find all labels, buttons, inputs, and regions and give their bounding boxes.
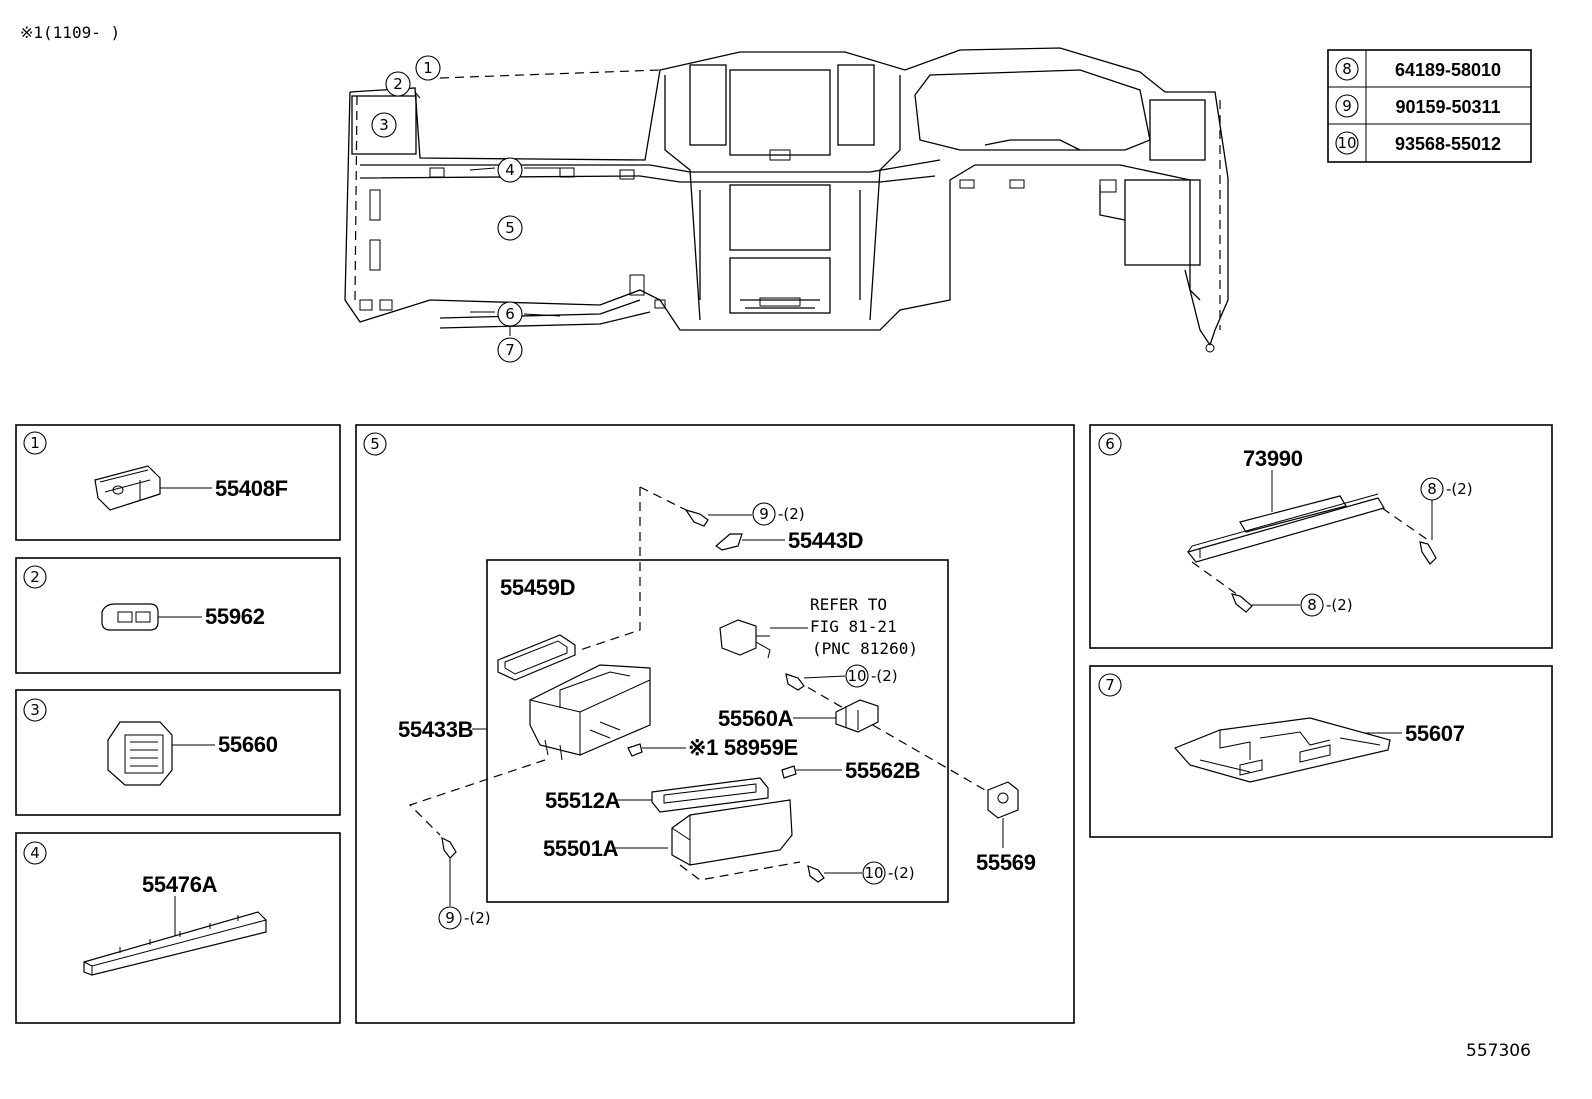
svg-text:-(2): -(2) — [778, 505, 805, 523]
overview-callout-2: 2 — [385, 71, 411, 97]
refer-note-line2: FIG 81-21 — [810, 617, 897, 636]
svg-text:-(2): -(2) — [1446, 480, 1473, 498]
svg-text:8: 8 — [1307, 596, 1317, 614]
part-55962: 55962 — [205, 604, 265, 629]
svg-text:6: 6 — [1105, 435, 1115, 453]
panel-4: 4 55476A — [15, 832, 341, 1024]
svg-text:9: 9 — [759, 505, 769, 523]
overview-callout-5: 5 — [497, 215, 523, 241]
svg-text:9: 9 — [445, 909, 455, 927]
figure-id: 557306 — [1466, 1041, 1531, 1061]
part-55433B: 55433B — [398, 717, 473, 742]
part-55408F: 55408F — [215, 476, 288, 501]
part-73990: 73990 — [1243, 446, 1303, 471]
panel-1: 1 55408F — [15, 424, 341, 541]
svg-text:10: 10 — [847, 667, 866, 685]
svg-text:90159-50311: 90159-50311 — [1395, 97, 1500, 117]
svg-text:6: 6 — [505, 305, 515, 323]
svg-text:-(2): -(2) — [871, 667, 898, 685]
refer-note-line3: (PNC 81260) — [812, 639, 918, 658]
panel-6: 6 73990 8 -(2) 8 -(2) — [1089, 424, 1553, 649]
overview-callout-6: 6 — [497, 301, 523, 327]
part-55660: 55660 — [218, 732, 278, 757]
svg-text:3: 3 — [379, 116, 389, 134]
svg-text:2: 2 — [30, 568, 40, 586]
svg-text:4: 4 — [505, 161, 515, 179]
refer-note-line1: REFER TO — [810, 595, 887, 614]
part-55459D: 55459D — [500, 575, 575, 600]
svg-text:-(2): -(2) — [464, 909, 491, 927]
svg-text:-(2): -(2) — [1326, 596, 1353, 614]
overview-callout-3: 3 — [371, 112, 397, 138]
fastener-row-9: 9 90159-50311 — [1335, 94, 1501, 118]
panel-3: 3 55660 — [15, 689, 341, 816]
svg-text:5: 5 — [505, 219, 515, 237]
panel-7: 7 55607 — [1089, 665, 1553, 838]
svg-text:10: 10 — [1337, 134, 1356, 152]
fastener-row-10: 10 93568-55012 — [1335, 131, 1501, 155]
svg-text:7: 7 — [505, 341, 515, 359]
dashboard-overview-drawing — [344, 47, 1229, 353]
part-55560A: 55560A — [718, 706, 794, 731]
svg-text:3: 3 — [30, 701, 40, 719]
svg-text:64189-58010: 64189-58010 — [1395, 60, 1501, 80]
svg-text:4: 4 — [30, 844, 40, 862]
header-note: ※1(1109- ) — [20, 23, 120, 42]
part-55512A: 55512A — [545, 788, 621, 813]
svg-text:2: 2 — [393, 75, 403, 93]
panel-5: 5 9 -(2) 55443D 55459D 55433B ※1 5 — [355, 424, 1075, 1024]
svg-text:5: 5 — [370, 435, 380, 453]
overview-callout-1: 1 — [415, 55, 441, 81]
svg-text:9: 9 — [1342, 97, 1352, 115]
svg-text:8: 8 — [1342, 60, 1352, 78]
svg-text:1: 1 — [423, 59, 433, 77]
overview-callout-7: 7 — [497, 337, 523, 363]
part-55607: 55607 — [1405, 721, 1465, 746]
panel-2: 2 55962 — [15, 557, 341, 674]
fastener-table: 8 64189-58010 9 90159-50311 10 93568-550… — [1327, 49, 1532, 163]
part-55443D: 55443D — [788, 528, 863, 553]
svg-text:8: 8 — [1427, 480, 1437, 498]
part-55562B: 55562B — [845, 758, 920, 783]
svg-text:10: 10 — [864, 864, 883, 882]
svg-text:93568-55012: 93568-55012 — [1395, 134, 1501, 154]
part-55501A: 55501A — [543, 836, 619, 861]
svg-text:7: 7 — [1105, 676, 1115, 694]
part-55476A: 55476A — [142, 872, 218, 897]
part-58959E: ※1 58959E — [688, 735, 798, 760]
fastener-row-8: 8 64189-58010 — [1335, 57, 1501, 81]
svg-text:1: 1 — [30, 434, 40, 452]
part-55569: 55569 — [976, 850, 1036, 875]
svg-text:-(2): -(2) — [888, 864, 915, 882]
overview-callout-4: 4 — [497, 157, 523, 183]
